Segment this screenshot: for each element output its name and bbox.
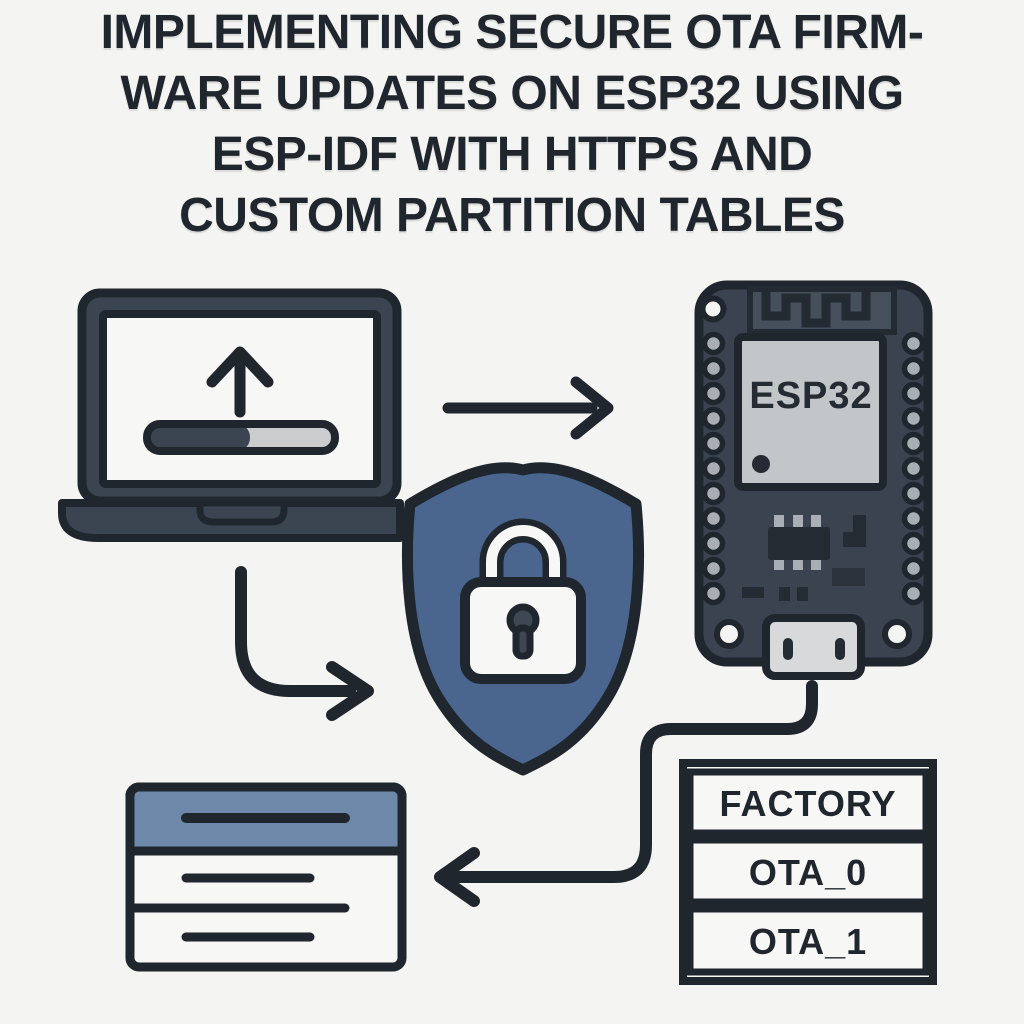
partition-table: FACTORY OTA_0 OTA_1: [679, 759, 937, 985]
progress-border: [143, 420, 339, 455]
mounting-hole: [714, 619, 744, 649]
pin-pad: [701, 406, 726, 431]
pin-pad: [901, 481, 926, 506]
pin-pad: [701, 331, 726, 356]
title-line-1: IMPLEMENTING SECURE OTA FIRM-: [100, 6, 924, 59]
regulator-ic: [768, 515, 830, 570]
smd-component: [797, 587, 808, 601]
progress-bar: [143, 420, 339, 455]
pin-pad: [901, 556, 926, 581]
lock-shackle-inner: [486, 525, 560, 596]
upload-arrow-icon: [206, 346, 274, 418]
firmware-server-card: [125, 782, 407, 972]
mounting-hole: [882, 619, 912, 649]
flow-path-board-to-server: [434, 680, 818, 907]
antenna-trace: [761, 291, 871, 328]
pin-pad: [701, 381, 726, 406]
pin-pad: [701, 431, 726, 456]
laptop-base-notch: [196, 499, 288, 526]
pin-pad: [901, 356, 926, 381]
partition-row-label: OTA_0: [749, 852, 867, 893]
pin-pad: [701, 581, 726, 606]
laptop-upload-icon: [58, 288, 404, 542]
chip-label: ESP32: [749, 375, 872, 417]
arrow-down-right-icon: [235, 566, 374, 721]
pin-pad: [901, 531, 926, 556]
pin-row-right: [901, 331, 926, 606]
pin-pad: [701, 456, 726, 481]
pin-pad: [901, 581, 926, 606]
arrow-left-icon: [434, 847, 480, 907]
smd-component: [832, 568, 865, 586]
chip-pin1-dot: [752, 455, 770, 473]
padlock-icon: [460, 518, 586, 684]
partition-row: [686, 905, 930, 976]
smd-component: [843, 515, 866, 547]
title-line-4: CUSTOM PARTITION TABLES: [179, 189, 845, 242]
pin-pad: [901, 506, 926, 531]
pin-pad: [701, 506, 726, 531]
partition-row: [686, 768, 930, 837]
micro-usb-connector: [762, 614, 865, 680]
security-shield-icon: [401, 462, 645, 776]
progress-fill: [147, 424, 250, 451]
pin-pad: [901, 381, 926, 406]
partition-row-label: FACTORY: [719, 783, 896, 824]
arrow-right-icon: [442, 376, 614, 440]
esp32-chip: ESP32: [734, 333, 887, 491]
pin-pad: [701, 356, 726, 381]
smd-component: [779, 587, 790, 601]
pin-pad: [701, 531, 726, 556]
esp32-dev-board: ESP32: [694, 280, 933, 680]
pin-pad: [901, 331, 926, 356]
mounting-hole: [699, 295, 727, 323]
partition-row-label: OTA_1: [749, 921, 867, 962]
pin-pad: [901, 406, 926, 431]
pin-pad: [901, 431, 926, 456]
title-line-2: WARE UPDATES ON ESP32 USING: [120, 67, 904, 120]
pin-pad: [701, 556, 726, 581]
wifi-antenna-icon: [747, 286, 897, 335]
pin-row-left: [701, 331, 726, 606]
title-line-3: ESP-IDF WITH HTTPS AND: [211, 128, 813, 181]
partition-row: [686, 836, 930, 906]
page-title: IMPLEMENTING SECURE OTA FIRM- WARE UPDAT…: [0, 2, 1024, 246]
keyhole-stem: [512, 624, 534, 660]
pin-pad: [701, 481, 726, 506]
pin-pad: [901, 456, 926, 481]
smd-component: [742, 587, 764, 598]
